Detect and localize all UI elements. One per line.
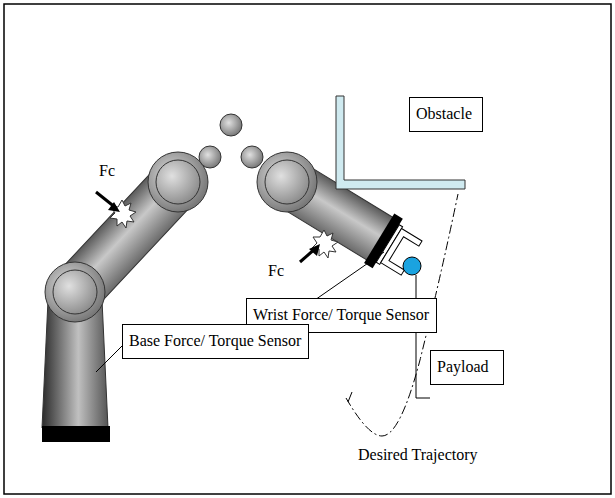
obstacle-label-box: Obstacle xyxy=(409,97,483,132)
base-joint xyxy=(45,262,105,322)
force-arrowhead xyxy=(309,244,320,256)
elbow-joint xyxy=(148,152,208,212)
force-label: Fc xyxy=(97,162,117,180)
wrist-joint-inner xyxy=(265,160,309,204)
box-text: Obstacle xyxy=(416,102,476,127)
leader-line xyxy=(348,392,352,402)
force-arrowhead xyxy=(108,202,120,212)
sensor-label-box: Base Force/ Torque Sensor xyxy=(122,324,309,359)
continuation-dot xyxy=(220,114,242,136)
force-label: Fc xyxy=(266,262,286,280)
leader-line xyxy=(312,252,384,302)
trajectory-label: Desired Trajectory xyxy=(356,446,480,464)
elbow-joint-inner xyxy=(156,160,200,204)
base-sensor-plate xyxy=(42,426,110,442)
frame xyxy=(4,4,611,494)
base-joint-inner xyxy=(53,270,97,314)
wrist-joint xyxy=(257,152,317,212)
payload-ball xyxy=(403,257,421,275)
leader-line xyxy=(416,275,430,398)
box-text: Payload xyxy=(437,355,497,380)
continuation-dot xyxy=(199,146,221,168)
payload-label-box: Payload xyxy=(430,350,504,385)
continuation-dot xyxy=(241,146,263,168)
box-text: Base Force/ Torque Sensor xyxy=(129,329,302,354)
